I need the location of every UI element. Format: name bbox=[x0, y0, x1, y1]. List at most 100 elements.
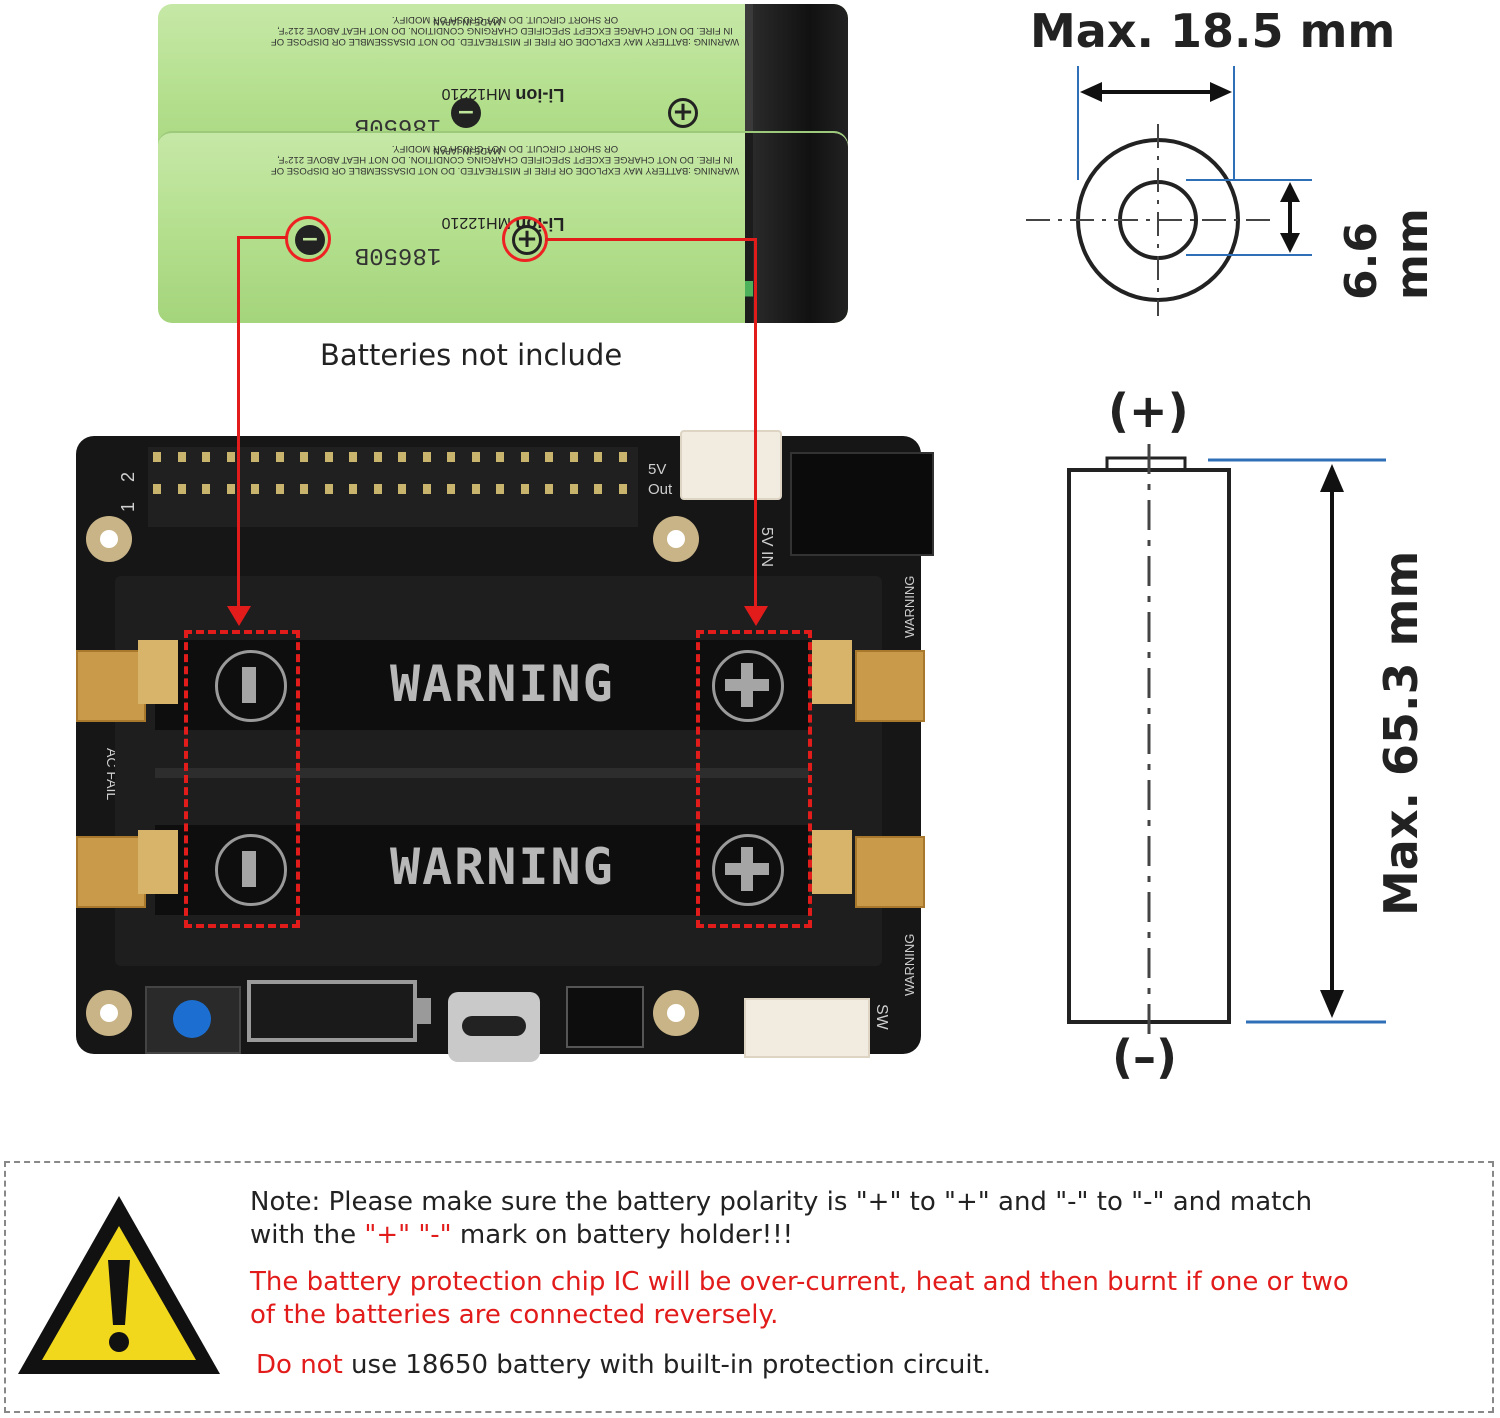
gpio-pin bbox=[300, 484, 308, 494]
gpio-pin bbox=[471, 452, 480, 462]
gpio-pin bbox=[275, 484, 284, 494]
plus-side-highlight bbox=[696, 630, 812, 928]
gpio-pin bbox=[545, 484, 553, 494]
battery-made-in: MADE IN JAPAN bbox=[433, 145, 502, 155]
gpio-pin bbox=[349, 452, 357, 462]
top-view-diagram bbox=[1026, 66, 1312, 316]
gpio-pin bbox=[177, 484, 186, 494]
minus-terminal-label: (–) bbox=[1112, 1030, 1178, 1084]
plus-terminal-label: (+) bbox=[1108, 384, 1189, 438]
note-line-2-end: mark on battery holder!!! bbox=[451, 1220, 794, 1250]
battery-model-line: Li-ion MH12210 bbox=[343, 84, 663, 105]
spring-contact bbox=[812, 830, 852, 894]
side-view-diagram bbox=[1067, 444, 1386, 1036]
gpio-pin bbox=[496, 484, 504, 494]
mount-hole bbox=[653, 990, 699, 1036]
note-line-1: Note: Please make sure the battery polar… bbox=[250, 1187, 1313, 1217]
battery-ring bbox=[745, 4, 753, 182]
gpio-pin bbox=[177, 452, 186, 462]
gpio-pin bbox=[422, 452, 431, 462]
battery-warning-text: WARNING :BATTERY MAY EXPLODE OR FIRE IF … bbox=[270, 143, 740, 176]
max-length-label: Max. 65.3 mm bbox=[1374, 550, 1428, 916]
gpio-pin bbox=[618, 484, 627, 494]
warning-label-top: WARNING bbox=[902, 575, 917, 638]
jst-sw-connector bbox=[744, 998, 870, 1058]
spring-contact bbox=[138, 640, 178, 704]
gpio-pin bbox=[496, 452, 504, 462]
gpio-pin bbox=[594, 452, 602, 462]
gpio-pin bbox=[324, 452, 333, 462]
vin-label: 5V IN bbox=[758, 527, 775, 568]
out-label: 5V Out bbox=[648, 461, 673, 498]
spring-contact bbox=[812, 640, 852, 704]
warning-triangle-icon bbox=[18, 1196, 220, 1374]
warning-label-bottom: WARNING bbox=[902, 933, 917, 996]
battery-made-in: MADE IN JAPAN bbox=[433, 16, 502, 26]
battery-front: WARNING :BATTERY MAY EXPLODE OR FIRE IF … bbox=[158, 131, 848, 323]
note-line-2-start: with the bbox=[250, 1220, 365, 1250]
switch bbox=[566, 986, 644, 1048]
usb-c-port bbox=[448, 992, 540, 1062]
slot-warning-2: WARNING bbox=[390, 838, 615, 896]
gpio-pin bbox=[520, 452, 529, 462]
note-line-3: The battery protection chip IC will be o… bbox=[250, 1267, 1349, 1297]
battery-code: 18650B bbox=[354, 241, 442, 268]
note-line-5-rest: use 18650 battery with built-in protecti… bbox=[342, 1350, 992, 1380]
minus-symbol-slot-1 bbox=[215, 650, 287, 722]
plus-icon: + bbox=[668, 98, 698, 128]
gpio-pin bbox=[398, 484, 406, 494]
note-line-4: of the batteries are connected reversely… bbox=[250, 1300, 779, 1330]
pin-label-2: 2 bbox=[118, 471, 138, 482]
gpio-pin bbox=[300, 452, 308, 462]
gpio-pin bbox=[226, 452, 235, 462]
battery-model: MH12210 bbox=[441, 85, 511, 102]
gpio-pin bbox=[447, 452, 455, 462]
mount-hole bbox=[86, 990, 132, 1036]
gpio-pin bbox=[520, 484, 529, 494]
battery-model: MH12210 bbox=[441, 214, 511, 231]
max-diameter-label: Max. 18.5 mm bbox=[1030, 4, 1396, 58]
holder-divider bbox=[155, 768, 809, 778]
gpio-header bbox=[148, 447, 638, 527]
battery-cap bbox=[753, 133, 848, 323]
gpio-pin bbox=[618, 452, 627, 462]
gpio-pin bbox=[569, 484, 578, 494]
note-box bbox=[4, 1161, 1494, 1413]
gpio-pin bbox=[153, 484, 161, 494]
dc-jack bbox=[790, 452, 934, 556]
gpio-pin bbox=[202, 484, 210, 494]
gpio-pin bbox=[373, 484, 382, 494]
contact-tab bbox=[855, 836, 925, 908]
mount-hole bbox=[86, 516, 132, 562]
gpio-pin bbox=[226, 484, 235, 494]
gpio-pin bbox=[471, 484, 480, 494]
note-line-2: with the "+" "-" mark on battery holder!… bbox=[250, 1219, 793, 1252]
minus-highlight-circle bbox=[285, 216, 331, 262]
plus-connector-line bbox=[545, 238, 757, 241]
battery-chemistry: Li-ion bbox=[515, 85, 565, 105]
note-minus-mark: "-" bbox=[418, 1220, 452, 1250]
gpio-pin bbox=[398, 452, 406, 462]
minus-icon: − bbox=[451, 98, 481, 128]
gpio-pin bbox=[251, 484, 259, 494]
note-do-not: Do not bbox=[256, 1350, 343, 1380]
pin-label-1: 1 bbox=[118, 501, 138, 512]
gpio-pin bbox=[594, 484, 602, 494]
gpio-pin bbox=[569, 452, 578, 462]
minus-side-highlight bbox=[184, 630, 300, 928]
batteries-caption: Batteries not include bbox=[320, 338, 623, 372]
power-button bbox=[145, 986, 241, 1054]
battery-level-leds bbox=[247, 980, 417, 1042]
battery-level-tip bbox=[417, 998, 431, 1024]
gpio-pin bbox=[251, 452, 259, 462]
note-line-5: Do not use 18650 battery with built-in p… bbox=[256, 1349, 991, 1382]
plus-connector-line bbox=[754, 238, 757, 614]
spring-contact bbox=[138, 830, 178, 894]
plus-symbol-slot-1 bbox=[712, 650, 784, 722]
contact-tab bbox=[76, 836, 146, 908]
minus-arrow-icon bbox=[227, 606, 251, 626]
plus-arrow-icon bbox=[744, 606, 768, 626]
plus-highlight-circle bbox=[502, 216, 548, 262]
minus-connector-line bbox=[237, 236, 287, 239]
plus-symbol-slot-2 bbox=[712, 834, 784, 906]
